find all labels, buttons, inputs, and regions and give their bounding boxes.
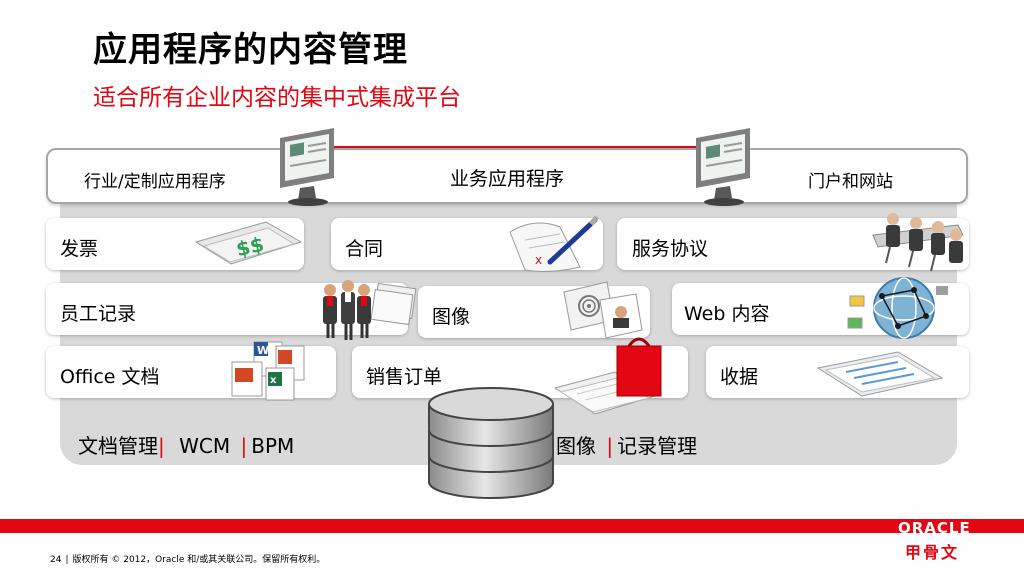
svg-text:x: x: [535, 253, 542, 267]
service-agreement-label: 服务协议: [632, 238, 709, 260]
employees-icon: [323, 280, 417, 340]
meeting-people-icon: [872, 213, 964, 272]
employee-records-label: 员工记录: [60, 303, 137, 325]
oracle-logo: ORACLE: [898, 519, 971, 537]
monitor-icon: [696, 128, 750, 206]
connector-line: [290, 146, 720, 148]
web-content-label: Web 内容: [684, 303, 770, 325]
database-icon: [428, 387, 554, 499]
footer-bar: [0, 519, 1024, 533]
svg-text:x: x: [270, 375, 277, 386]
sales-order-label: 销售订单: [366, 366, 443, 388]
receipt-label: 收据: [720, 366, 759, 388]
applications-bar: [46, 148, 968, 204]
footer-text: 24|版权所有 © 2012，Oracle 和/或其关联公司。保留所有权利。: [50, 555, 326, 565]
monitor-icon: [280, 128, 334, 206]
globe-network-icon: [847, 277, 948, 339]
signature-pen-icon: x: [509, 215, 599, 272]
copyright: 版权所有 © 2012，Oracle 和/或其关联公司。保留所有权利。: [72, 555, 326, 565]
svg-text:$$: $$: [234, 232, 266, 261]
business-apps-label: 业务应用程序: [450, 168, 565, 190]
image-label: 图像: [432, 306, 471, 328]
page-number: 24: [50, 555, 62, 565]
contract-label: 合同: [345, 238, 384, 260]
imaging-records-label: 图像 |记录管理: [556, 434, 698, 458]
portals-label: 门户和网站: [808, 172, 893, 192]
shopping-bag-icon: [553, 337, 662, 415]
page-subtitle: 适合所有企业内容的集中式集成平台: [93, 85, 461, 111]
industry-apps-label: 行业/定制应用程序: [84, 172, 226, 192]
money-icon: $$: [194, 221, 303, 265]
fingerprint-id-icon: [563, 281, 643, 339]
svg-text:W: W: [257, 344, 269, 357]
office-docs-label: Office 文档: [60, 366, 160, 388]
receipt-document-icon: [816, 351, 944, 397]
office-files-icon: W x: [231, 341, 305, 401]
document-management-label: 文档管理| WCM |BPM: [78, 434, 295, 458]
invoice-label: 发票: [60, 238, 99, 260]
page-title: 应用程序的内容管理: [93, 30, 408, 70]
oracle-logo-cn: 甲骨文: [905, 543, 960, 562]
